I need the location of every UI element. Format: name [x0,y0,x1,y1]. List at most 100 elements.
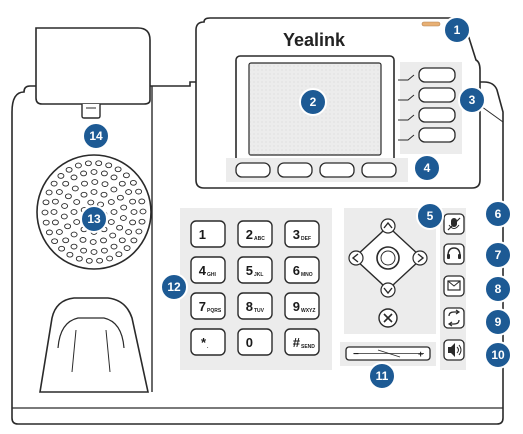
dial-key-letters: MNO [301,272,313,278]
grille-hole [90,169,98,175]
dial-key-letters: . [207,344,209,350]
handset-cradle [39,297,149,393]
soft-key-1[interactable] [235,162,271,178]
dial-key-digit: 2 [246,227,253,242]
dial-key-digit: # [293,335,301,350]
dial-key-digit: * [201,335,207,350]
dial-key-letters: WXYZ [301,308,315,314]
grille-hole [129,198,137,205]
callout-number: 12 [167,280,181,294]
nav-up-button[interactable] [380,218,396,234]
callout-number: 7 [495,248,502,262]
callout-number: 14 [89,129,103,143]
grille-hole [42,199,50,206]
grille-hole [81,180,88,187]
nav-left-button[interactable] [348,250,364,266]
dial-key-letters: JKL [254,272,263,278]
grille-hole [110,186,118,193]
grille-hole [41,209,49,216]
grille-hole [101,181,109,187]
dial-key-digit: 7 [199,299,206,314]
grille-hole [80,191,88,198]
grille-hole [45,229,53,236]
nav-right-button[interactable] [412,250,428,266]
callout-badge: 9 [484,308,512,336]
grille-hole [109,232,117,239]
callout-number: 5 [427,209,434,223]
grille-hole [42,219,50,226]
envelope-icon [447,280,461,291]
callout-badge: 3 [458,86,486,114]
line-keys [398,67,456,143]
grille-hole [90,189,98,195]
grille-hole [60,213,68,220]
volume-minus-label: − [353,349,359,360]
grille-hole [110,174,118,181]
nav-down-button[interactable] [380,282,396,298]
grille-hole [129,219,137,226]
grille-hole [79,237,87,243]
dial-key-digit: 4 [199,263,207,278]
callout-number: 3 [469,93,476,107]
grille-hole [73,219,81,225]
callout-number: 6 [495,207,502,221]
headset-icon [447,247,461,259]
soft-key-4[interactable] [361,162,397,178]
callout-badge: 7 [484,241,512,269]
grille-hole [57,173,65,179]
grille-hole [64,193,72,200]
dial-key[interactable]: 1 [190,220,226,248]
grille-hole [50,209,58,215]
grille-hole [110,209,118,215]
headset-key[interactable] [443,243,465,265]
grille-hole [62,237,70,244]
callout-badge: 6 [484,200,512,228]
grille-hole [66,251,74,258]
navigation-cluster-icon [348,218,428,328]
grille-hole [62,180,70,187]
grille-hole [70,174,78,181]
line-key-2[interactable] [418,87,456,103]
dial-key-digit: 3 [293,227,300,242]
redial-key[interactable] [443,307,465,329]
handset-hook [81,104,101,119]
callout-number: 9 [495,315,502,329]
dial-key[interactable]: #SEND [284,328,320,356]
dial-key[interactable]: 0 [237,328,273,356]
dial-key-digit: 0 [246,335,253,350]
grille-hole [135,228,143,235]
ok-button-icon[interactable] [376,246,400,270]
grille-hole [100,237,107,244]
callout-number: 4 [424,161,431,175]
soft-keys [235,162,397,178]
soft-key-3[interactable] [319,162,355,178]
grille-hole [138,218,146,225]
line-key-3[interactable] [418,107,456,123]
grille-hole [100,247,108,254]
grille-hole [95,160,103,167]
grille-hole [74,162,82,169]
line-key-1[interactable] [418,67,456,83]
grille-hole [91,179,99,185]
dial-key[interactable]: *. [190,328,226,356]
grille-hole [96,257,104,264]
callout-number: 2 [310,95,317,109]
brand-logo: Yealink [283,30,346,50]
callout-badge: 1 [443,16,471,44]
callout-badge: 4 [413,154,441,182]
soft-key-2[interactable] [277,162,313,178]
grille-hole [80,247,88,254]
dial-key-letters: GHI [207,272,217,278]
line-key-4[interactable] [418,127,456,143]
